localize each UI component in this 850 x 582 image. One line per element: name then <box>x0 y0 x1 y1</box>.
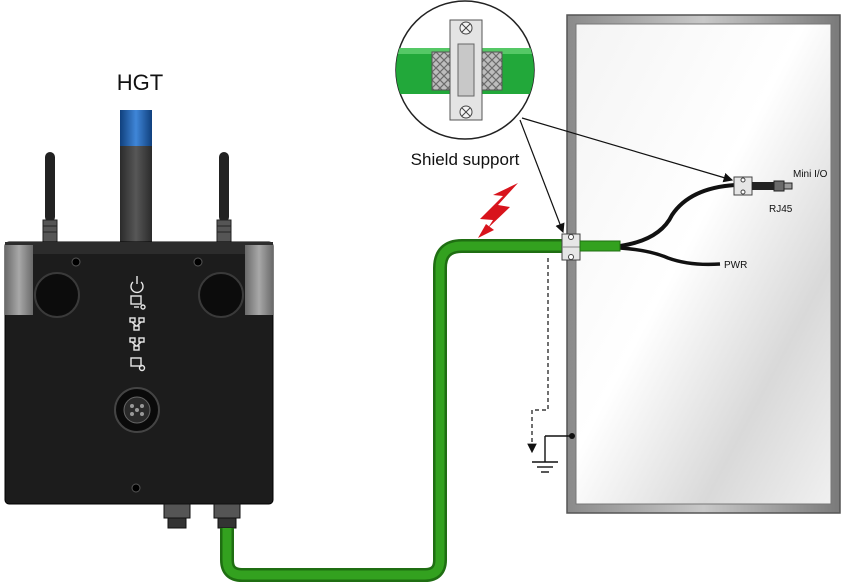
ground-dashed-wire <box>527 258 549 454</box>
ground-icon <box>532 435 572 473</box>
lightning-icon <box>480 183 518 228</box>
cable-gland-right <box>213 503 241 529</box>
status-icons <box>129 276 146 372</box>
clamp-screw-bottom <box>459 105 473 119</box>
shielded-cable <box>220 239 620 582</box>
antenna-left <box>42 152 58 243</box>
callout-pointer-rj45 <box>521 117 734 183</box>
device-status-icon <box>130 295 146 310</box>
device-settings-icon <box>130 357 146 372</box>
beacon-light <box>120 110 152 146</box>
vent-right <box>198 272 244 318</box>
hgt-device <box>4 110 274 529</box>
side-block-right <box>245 245 273 315</box>
network-icon <box>129 337 145 351</box>
side-block-left <box>5 245 33 315</box>
mini-io-label: Mini I/O <box>793 169 828 180</box>
network-icon <box>129 317 145 331</box>
power-wire <box>619 246 721 267</box>
data-wire <box>619 183 736 248</box>
callout-label: Shield support <box>411 150 520 169</box>
device-title: HGT <box>117 70 163 95</box>
power-icon <box>130 276 144 294</box>
antenna-right <box>216 152 232 243</box>
shield-clamp <box>561 233 581 261</box>
cable-gland-left <box>163 503 191 529</box>
pwr-label: PWR <box>724 260 747 271</box>
rj45-connector <box>733 176 793 196</box>
shield-support-callout <box>395 0 535 140</box>
round-connector <box>114 387 160 433</box>
clamp-screw-top <box>459 21 473 35</box>
rj45-label: RJ45 <box>769 204 793 215</box>
callout-pointer-clamp <box>519 119 565 234</box>
vent-left <box>34 272 80 318</box>
